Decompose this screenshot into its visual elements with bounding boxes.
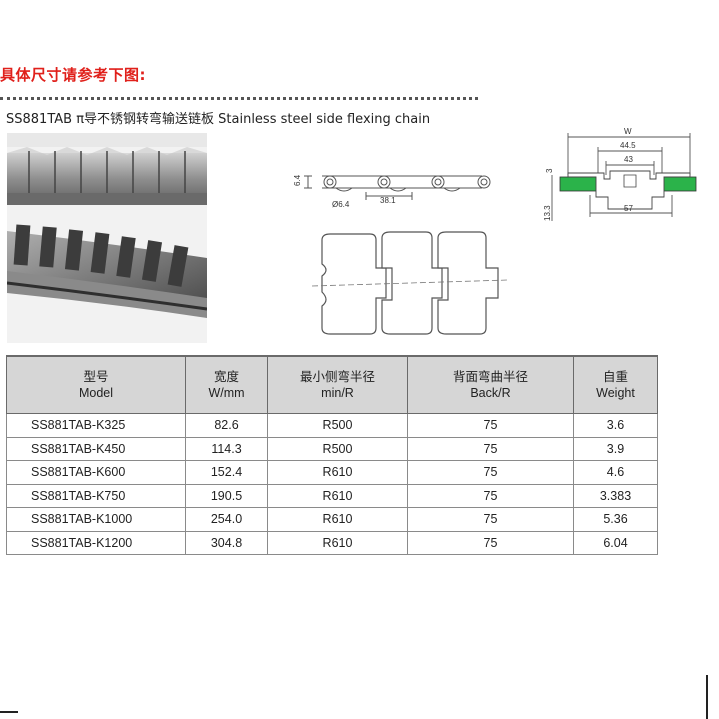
cell-min-radius: R610 (267, 483, 408, 508)
cell-width: 114.3 (185, 436, 268, 461)
cell-model: SS881TAB-K325 (6, 413, 186, 438)
page-heading: 具体尺寸请参考下图: (0, 66, 146, 84)
cell-model: SS881TAB-K750 (6, 483, 186, 508)
cell-model: SS881TAB-K600 (6, 460, 186, 485)
cell-weight: 5.36 (573, 507, 658, 532)
cell-width: 254.0 (185, 507, 268, 532)
dim-43-label: 43 (624, 155, 633, 164)
edge-mark (706, 675, 708, 719)
chain-plate-outline-drawing (311, 231, 509, 335)
cell-min-radius: R500 (267, 436, 408, 461)
cell-min-radius: R610 (267, 507, 408, 532)
cell-back-radius: 75 (407, 436, 574, 461)
dim-57-label: 57 (624, 204, 633, 213)
table-row: SS881TAB-K1000 254.0 R610 75 5.36 (6, 507, 658, 532)
cell-back-radius: 75 (407, 530, 574, 555)
chain-photo (7, 133, 207, 343)
cell-weight: 4.6 (573, 460, 658, 485)
table-row: SS881TAB-K450 114.3 R500 75 3.9 (6, 436, 658, 461)
cell-min-radius: R610 (267, 460, 408, 485)
cell-width: 152.4 (185, 460, 268, 485)
chain-cross-section-drawing: W 44.5 43 57 3 13.3 (543, 127, 697, 221)
cell-back-radius: 75 (407, 507, 574, 532)
table-row: SS881TAB-K1200 304.8 R610 75 6.04 (6, 530, 658, 555)
product-title: SS881TAB π导不锈钢转弯输送链板 Stainless steel sid… (6, 112, 431, 127)
cell-model: SS881TAB-K1000 (6, 507, 186, 532)
table-row: SS881TAB-K325 82.6 R500 75 3.6 (6, 413, 658, 438)
cell-min-radius: R610 (267, 530, 408, 555)
table-row: SS881TAB-K750 190.5 R610 75 3.383 (6, 483, 658, 508)
cell-width: 82.6 (185, 413, 268, 438)
cell-min-radius: R500 (267, 413, 408, 438)
pitch-dim-label: 38.1 (380, 196, 396, 205)
hole-dim-label: Ø6.4 (332, 200, 350, 209)
cell-back-radius: 75 (407, 460, 574, 485)
cell-back-radius: 75 (407, 483, 574, 508)
dim-44-5-label: 44.5 (620, 141, 636, 150)
chain-top-view-drawing: 6.4 Ø6.4 38.1 (293, 174, 491, 209)
dotted-divider (0, 97, 478, 100)
cell-width: 304.8 (185, 530, 268, 555)
cell-weight: 3.6 (573, 413, 658, 438)
cell-weight: 3.383 (573, 483, 658, 508)
table-row: SS881TAB-K600 152.4 R610 75 4.6 (6, 460, 658, 485)
cell-weight: 6.04 (573, 530, 658, 555)
dim-13-3-label: 13.3 (543, 205, 552, 221)
dim-3-label: 3 (545, 168, 554, 173)
cell-back-radius: 75 (407, 413, 574, 438)
cell-model: SS881TAB-K1200 (6, 530, 186, 555)
height-dim-label: 6.4 (293, 174, 302, 186)
cell-model: SS881TAB-K450 (6, 436, 186, 461)
width-dim-label: W (624, 127, 632, 136)
cell-weight: 3.9 (573, 436, 658, 461)
edge-mark (0, 711, 18, 713)
cell-width: 190.5 (185, 483, 268, 508)
